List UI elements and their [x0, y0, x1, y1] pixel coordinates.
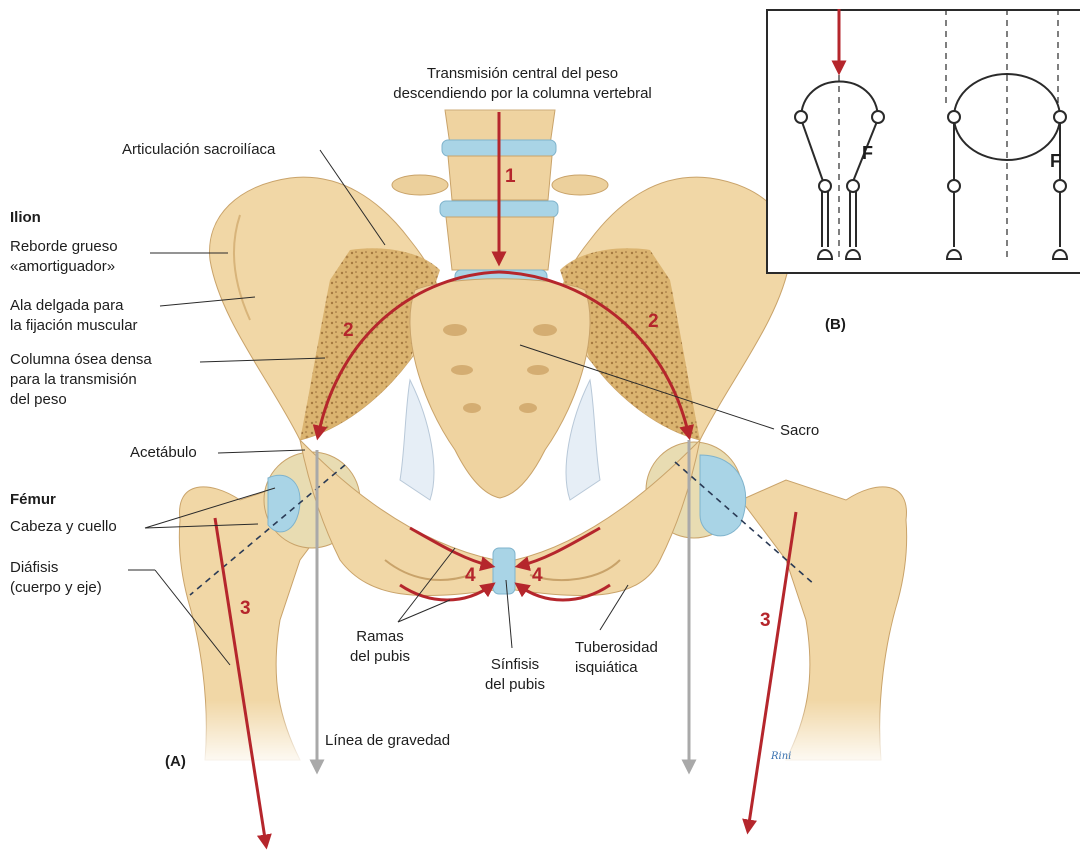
pubic-rami-line-1: Ramas: [335, 627, 425, 647]
label-femur-heading: Fémur: [10, 490, 56, 510]
ischial-tuberosity-line-1: Tuberosidad: [575, 638, 658, 658]
panel-b-force-right: F: [1050, 151, 1061, 171]
number-3-right: 3: [760, 610, 771, 632]
label-sacroiliac-joint: Articulación sacroilíaca: [122, 140, 275, 160]
pubic-rami-line-2: del pubis: [335, 647, 425, 667]
panel-b-diagram: F F: [766, 9, 1080, 274]
pubic-symphysis-line-1: Sínfisis: [470, 655, 560, 675]
dense-column-line-1: Columna ósea densa: [10, 350, 152, 370]
label-shaft: Diáfisis (cuerpo y eje): [10, 558, 102, 598]
right-ilium: [559, 177, 790, 440]
panel-b-force-left: F: [862, 143, 873, 163]
label-sacrum: Sacro: [780, 421, 819, 441]
femur-arrow-right: [748, 512, 796, 830]
thick-rim-line-2: «amortiguador»: [10, 257, 118, 277]
label-acetabulum: Acetábulo: [130, 443, 197, 463]
label-ischial-tuberosity: Tuberosidad isquiática: [575, 638, 658, 678]
central-load-title: Transmisión central del peso descendiend…: [370, 64, 675, 104]
ischial-tuberosity-line-2: isquiática: [575, 658, 658, 678]
label-thick-rim: Reborde grueso «amortiguador»: [10, 237, 118, 277]
number-4-right: 4: [532, 565, 543, 587]
label-pubic-rami: Ramas del pubis: [335, 627, 425, 667]
thick-rim-line-1: Reborde grueso: [10, 237, 118, 257]
label-thin-wing: Ala delgada para la fijación muscular: [10, 296, 138, 336]
shaft-line-2: (cuerpo y eje): [10, 578, 102, 598]
number-1: 1: [505, 166, 516, 188]
number-4-left: 4: [465, 565, 476, 587]
label-pubic-symphysis: Sínfisis del pubis: [470, 655, 560, 695]
illustrator-signature: Rini: [771, 751, 791, 762]
dense-column-line-2: para la transmisión: [10, 370, 152, 390]
label-ilium-heading: Ilion: [10, 208, 41, 228]
sacrum-shape: [410, 279, 590, 498]
panel-a-label: (A): [165, 752, 186, 772]
thin-wing-line-2: la fijación muscular: [10, 316, 138, 336]
shaft-line-1: Diáfisis: [10, 558, 102, 578]
number-3-left: 3: [240, 598, 251, 620]
pubic-symphysis-line-2: del pubis: [470, 675, 560, 695]
label-head-neck: Cabeza y cuello: [10, 517, 117, 537]
title-line-1: Transmisión central del peso: [370, 64, 675, 84]
number-2-left: 2: [343, 320, 354, 342]
label-dense-column: Columna ósea densa para la transmisión d…: [10, 350, 152, 410]
panel-b-label: (B): [825, 315, 846, 335]
left-ilium: [210, 177, 441, 440]
title-line-2: descendiendo por la columna vertebral: [370, 84, 675, 104]
thin-wing-line-1: Ala delgada para: [10, 296, 138, 316]
number-2-right: 2: [648, 311, 659, 333]
label-gravity-line: Línea de gravedad: [325, 731, 450, 751]
dense-column-line-3: del peso: [10, 390, 152, 410]
